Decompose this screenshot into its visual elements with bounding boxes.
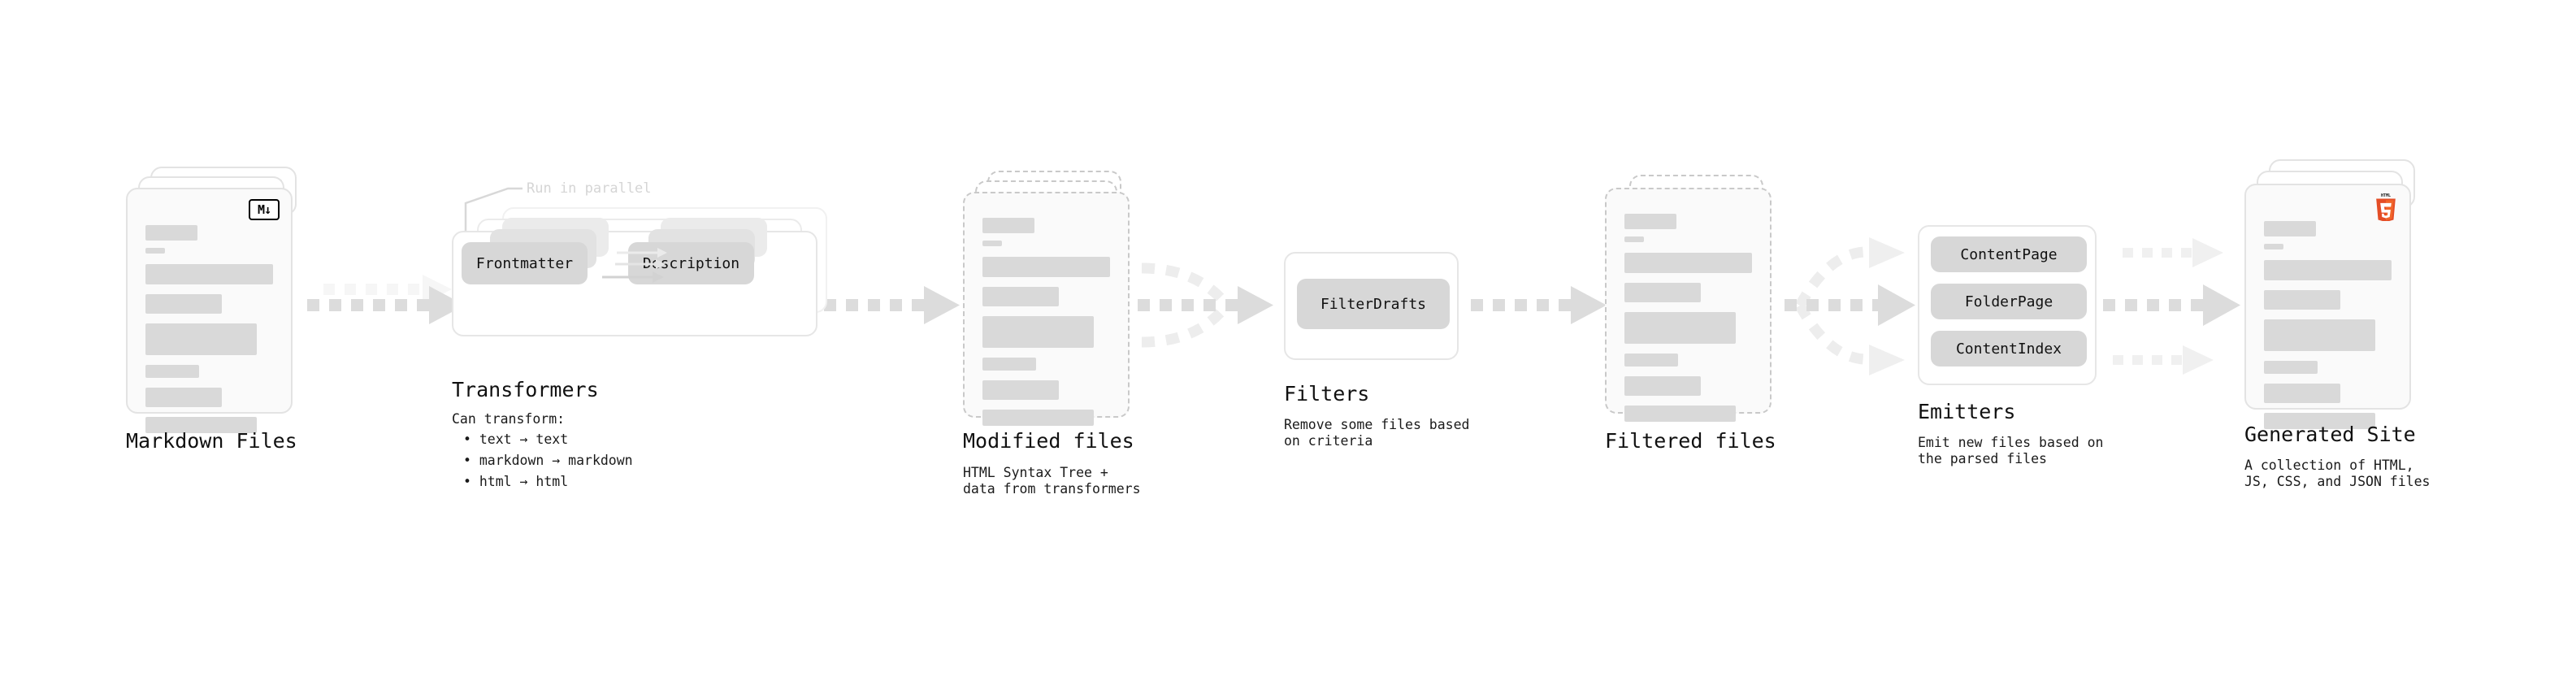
markdown-card-front[interactable]: M↓ xyxy=(126,188,293,433)
generated-site-subtitle: A collection of HTML, JS, CSS, and JSON … xyxy=(2244,458,2431,489)
emitters-panel[interactable]: ContentPage FolderPage ContentIndex xyxy=(1918,225,2097,385)
placeholder-bar xyxy=(982,358,1036,371)
placeholder-bar xyxy=(1624,354,1678,367)
placeholder-bar xyxy=(2264,413,2375,429)
html5-icon: HTML xyxy=(2374,193,2398,223)
placeholder-bar xyxy=(2264,384,2341,403)
filtered-files-title: Filtered files xyxy=(1605,429,1776,453)
placeholder-bar xyxy=(982,380,1060,400)
placeholder-bar xyxy=(145,225,197,241)
emitters-title: Emitters xyxy=(1918,400,2016,423)
frontmatter-pill[interactable]: Frontmatter xyxy=(462,242,588,284)
filters-subtitle: Remove some files based on criteria xyxy=(1284,417,1470,449)
modified-files-title: Modified files xyxy=(963,429,1134,453)
placeholder-bar xyxy=(982,218,1034,233)
contentindex-pill[interactable]: ContentIndex xyxy=(1931,331,2087,367)
placeholder-bar xyxy=(145,388,223,407)
placeholder-bar xyxy=(1624,214,1676,229)
transformers-bullet-2: • html → html xyxy=(463,474,569,489)
filterdrafts-pill[interactable]: FilterDrafts xyxy=(1297,279,1450,329)
placeholder-bar xyxy=(1624,376,1702,396)
filtered-card-content xyxy=(1624,214,1752,429)
markdown-card-content xyxy=(145,225,273,440)
transformers-inner-arrows xyxy=(602,248,667,283)
stage-markdown-files[interactable]: M↓ M↓ M↓ xyxy=(126,167,301,433)
transformers-bullet-1: • markdown → markdown xyxy=(463,453,633,468)
modified-files-subtitle: HTML Syntax Tree + data from transformer… xyxy=(963,465,1141,497)
transformers-panel-front[interactable]: x x Frontmatter x x Description xyxy=(452,218,817,336)
placeholder-bar xyxy=(145,264,273,284)
placeholder-bar xyxy=(145,365,199,378)
placeholder-bar xyxy=(2264,319,2375,351)
placeholder-bar xyxy=(145,248,165,254)
placeholder-bar xyxy=(982,241,1002,246)
svg-text:HTML: HTML xyxy=(2381,193,2391,198)
generated-site-title: Generated Site xyxy=(2244,423,2416,446)
placeholder-bar xyxy=(1624,312,1736,344)
placeholder-bar xyxy=(2264,290,2341,310)
arrow-emitters-to-site xyxy=(2103,238,2240,375)
placeholder-bar xyxy=(145,294,223,314)
placeholder-bar xyxy=(2264,244,2283,249)
stage-modified-files[interactable] xyxy=(963,171,1138,426)
modified-card-content xyxy=(982,218,1110,433)
placeholder-bar xyxy=(982,410,1094,426)
transformers-bullet-0: • text → text xyxy=(463,432,569,447)
placeholder-bar xyxy=(982,316,1094,348)
placeholder-bar xyxy=(982,257,1110,277)
filtered-card-front[interactable] xyxy=(1605,188,1772,422)
run-in-parallel-annotation: Run in parallel xyxy=(527,180,652,197)
filters-panel[interactable]: FilterDrafts xyxy=(1284,252,1459,360)
placeholder-bar xyxy=(1624,236,1644,242)
placeholder-bar xyxy=(1624,406,1736,422)
placeholder-bar xyxy=(145,323,257,355)
arrow-md-to-transformers xyxy=(307,286,465,324)
arrow-md-to-transformers-ghost xyxy=(323,275,452,304)
transformers-title: Transformers xyxy=(452,378,599,401)
placeholder-bar xyxy=(1624,283,1702,302)
folderpage-pill[interactable]: FolderPage xyxy=(1931,284,2087,319)
stage-generated-site[interactable]: CSS HTML xyxy=(2244,159,2431,429)
placeholder-bar xyxy=(2264,260,2392,280)
arrow-filters-to-filtered xyxy=(1471,286,1607,324)
emitters-subtitle: Emit new files based on the parsed files xyxy=(1918,435,2104,466)
modified-card-front[interactable] xyxy=(963,192,1130,426)
site-card-front[interactable]: HTML xyxy=(2244,184,2411,429)
placeholder-bar xyxy=(1624,253,1752,273)
site-card-content xyxy=(2264,221,2392,436)
arrow-transformers-to-modified xyxy=(824,286,960,324)
md-badge-icon: M↓ xyxy=(249,199,280,220)
stage-filtered-files[interactable] xyxy=(1605,175,1780,427)
arrow-modified-to-filters xyxy=(1138,262,1273,348)
transformers-subtitle: Can transform: xyxy=(452,411,566,427)
placeholder-bar xyxy=(145,417,257,433)
contentpage-pill[interactable]: ContentPage xyxy=(1931,236,2087,272)
placeholder-bar xyxy=(2264,361,2318,374)
markdown-files-title: Markdown Files xyxy=(126,429,297,453)
placeholder-bar xyxy=(982,287,1060,306)
arrow-filtered-to-emitters xyxy=(1785,237,1915,375)
filters-title: Filters xyxy=(1284,382,1370,406)
placeholder-bar xyxy=(2264,221,2316,236)
